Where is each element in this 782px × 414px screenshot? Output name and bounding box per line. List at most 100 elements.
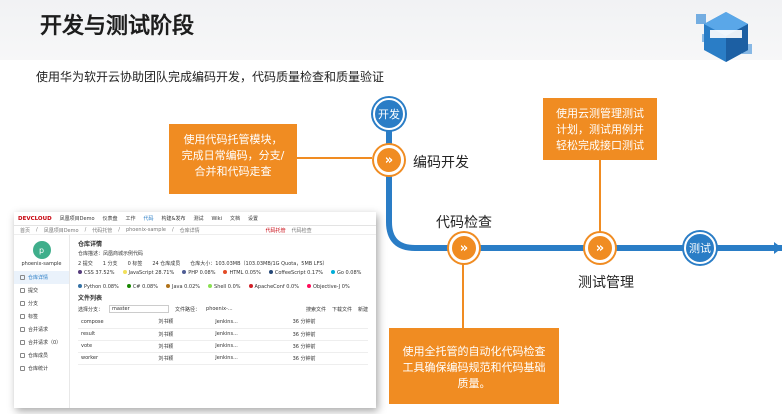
crumb-home[interactable]: 首页 <box>20 227 31 234</box>
sidebar-item-merge-count[interactable]: 合并请求（0） <box>14 336 69 349</box>
double-chevron-right-icon: » <box>449 233 479 263</box>
stat-members[interactable]: 24 仓库成员 <box>152 261 181 267</box>
start-node-dev: 开发 <box>373 98 405 130</box>
shot-nav-dashboard[interactable]: 仪表盘 <box>102 216 118 222</box>
step-label-coding: 编码开发 <box>413 155 469 171</box>
search-file-button[interactable]: 搜索文件 <box>305 306 326 313</box>
step-label-testing: 测试管理 <box>578 275 634 291</box>
file-author: 刘书颖 <box>155 316 213 329</box>
file-time: 36 分钟前 <box>289 340 368 353</box>
shot-nav-work[interactable]: 工作 <box>125 216 136 222</box>
file-name: result <box>78 328 156 341</box>
language-item: Objective-J 0% <box>306 284 350 290</box>
file-msg: Jenkins... <box>212 316 290 329</box>
note-coding: 使用代码托管模块，完成日常编码，分支/合并和代码走查 <box>169 124 297 194</box>
shot-nav-docs[interactable]: 文档 <box>229 216 240 222</box>
branch-select[interactable]: master <box>109 305 170 313</box>
sidebar-item-label: 分支 <box>28 301 39 307</box>
sidebar-item-label: 合并请求 <box>28 327 49 333</box>
stat-commits[interactable]: 2 提交 <box>78 261 93 267</box>
file-msg: Jenkins... <box>212 340 290 353</box>
file-time: 36 分钟前 <box>289 328 368 341</box>
devcloud-logo <box>696 12 752 62</box>
branch-label: 选择分支： <box>78 306 104 313</box>
file-author: 刘书颖 <box>155 352 213 365</box>
sidebar-item-tags[interactable]: 标签 <box>14 310 69 323</box>
menu-icon <box>20 366 25 371</box>
language-list: CSS 37.52% JavaScript 28.71% PHP 0.08% H… <box>78 270 368 290</box>
file-name: worker <box>78 352 156 365</box>
shot-nav-code[interactable]: 代码 <box>143 216 154 222</box>
note-checking: 使用全托管的自动化代码检查工具确保编码规范和代码基础质量。 <box>389 328 559 404</box>
sidebar-item-label: 合并请求（0） <box>28 340 62 346</box>
sidebar-item-merge[interactable]: 合并请求 <box>14 323 69 336</box>
language-item: ApacheConf 0.0% <box>248 284 299 290</box>
stat-tags[interactable]: 0 标签 <box>127 261 143 267</box>
language-item: Java 0.02% <box>165 284 200 290</box>
note-testing: 使用云测管理测试计划，测试用例并轻松完成接口测试 <box>543 98 657 160</box>
language-item: HTML 0.05% <box>223 270 261 276</box>
language-item: C# 0.08% <box>126 284 158 290</box>
sidebar-item-label: 标签 <box>28 314 39 320</box>
shot-nav-build[interactable]: 构建&发布 <box>161 216 186 222</box>
file-msg: Jenkins... <box>212 328 290 341</box>
language-item: Python 0.08% <box>78 284 119 290</box>
tab-code-hosting[interactable]: 代码托管 <box>265 227 286 234</box>
stat-branches[interactable]: 1 分支 <box>102 261 118 267</box>
file-time: 36 分钟前 <box>289 352 368 365</box>
shot-brand: DEVCLOUD <box>18 215 52 222</box>
file-toolbar: 选择分支： master 文件路径： phoenix-... 搜索文件 下载文件… <box>78 305 368 313</box>
path-label: 文件路径： <box>175 306 201 313</box>
repo-name: phoenix-sample <box>21 261 62 267</box>
crumb-project[interactable]: 凤凰项目Demo <box>43 227 79 234</box>
menu-icon <box>20 288 25 293</box>
file-time: 36 分钟前 <box>289 316 368 329</box>
file-author: 刘书颖 <box>155 328 213 341</box>
tab-code-check[interactable]: 代码检查 <box>291 227 312 234</box>
sidebar-item-label: 仓库统计 <box>28 366 49 372</box>
download-button[interactable]: 下载文件 <box>331 306 352 313</box>
shot-nav-test[interactable]: 测试 <box>193 216 204 222</box>
shot-project[interactable]: 凤凰项目Demo <box>59 216 95 222</box>
shot-sidebar: p phoenix-sample 仓库详情 提交 分支 标签 合并请求 合并请求… <box>14 235 70 408</box>
menu-icon <box>20 353 25 358</box>
crumb-detail: 仓库详情 <box>179 227 200 234</box>
sidebar-item-commits[interactable]: 提交 <box>14 284 69 297</box>
repo-description: 仓库描述：凤凰商城示例代码 <box>78 251 144 257</box>
detail-title: 仓库详情 <box>78 241 103 248</box>
page-subtitle: 使用华为软开云协助团队完成编码开发，代码质量检查和质量验证 <box>36 70 385 84</box>
language-item: Go 0.08% <box>331 270 361 276</box>
menu-icon <box>20 275 25 280</box>
avatar: p <box>32 241 51 259</box>
step-label-checking: 代码检查 <box>436 215 492 231</box>
file-msg: Jenkins... <box>212 352 290 365</box>
shot-nav-wiki[interactable]: Wiki <box>211 215 222 222</box>
sidebar-item-branches[interactable]: 分支 <box>14 297 69 310</box>
language-item: JavaScript 28.71% <box>122 270 174 276</box>
shot-main: 仓库详情 仓库描述：凤凰商城示例代码 2 提交 1 分支 0 标签 24 仓库成… <box>70 235 376 408</box>
end-node-test: 测试 <box>684 232 716 264</box>
menu-icon <box>20 340 25 345</box>
shot-nav-settings[interactable]: 设置 <box>248 216 259 222</box>
devcloud-screenshot: DEVCLOUD 凤凰项目Demo 仪表盘 工作 代码 构建&发布 测试 Wik… <box>14 212 376 408</box>
double-chevron-right-icon: » <box>585 233 615 263</box>
sidebar-item-members[interactable]: 仓库成员 <box>14 349 69 362</box>
sidebar-item-detail[interactable]: 仓库详情 <box>14 271 69 284</box>
page-title: 开发与测试阶段 <box>40 14 195 39</box>
language-item: Shell 0.0% <box>208 284 241 290</box>
crumb-code[interactable]: 代码托管 <box>92 227 113 234</box>
stat-size: 仓库大小：103.03MB（103.03MB/1G Quota，5MB LFS） <box>190 261 328 267</box>
language-item: PHP 0.08% <box>182 270 215 276</box>
crumb-repo[interactable]: phoenix-sample <box>125 227 166 233</box>
file-name: compose <box>78 316 156 329</box>
language-item: CoffeeScript 0.17% <box>268 270 323 276</box>
file-name: vote <box>78 340 156 353</box>
new-button[interactable]: 新建 <box>357 306 368 313</box>
shot-breadcrumb: 首页/ 凤凰项目Demo/ 代码托管/ phoenix-sample/ 仓库详情… <box>14 226 376 235</box>
sidebar-item-stats[interactable]: 仓库统计 <box>14 362 69 375</box>
